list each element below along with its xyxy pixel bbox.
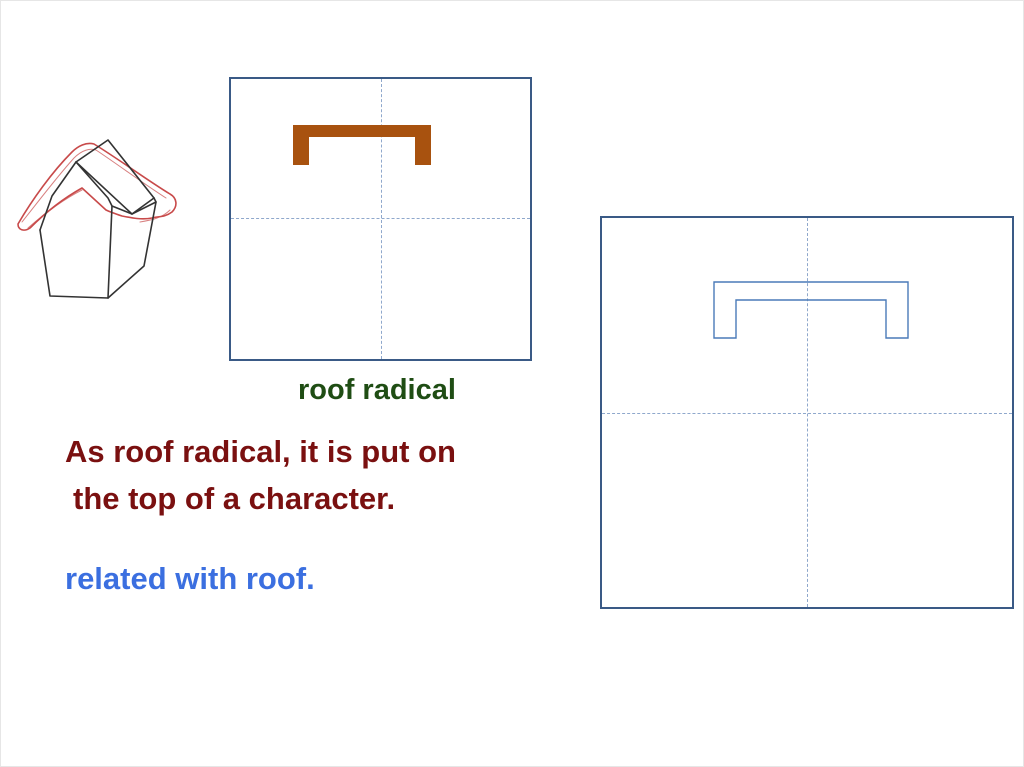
radical-name-label: roof radical	[298, 374, 456, 406]
roof-radical-icon	[293, 125, 431, 165]
house-sketch-icon	[17, 139, 177, 299]
meaning-label: related with roof.	[65, 561, 315, 596]
description-line-2: the top of a character.	[73, 481, 396, 516]
grid-guide-vertical	[807, 218, 808, 607]
character-grid-small	[229, 77, 532, 361]
description-line-1: As roof radical, it is put on	[65, 434, 456, 469]
grid-guide-horizontal	[231, 218, 530, 219]
grid-guide-vertical	[381, 79, 382, 359]
character-grid-large	[600, 216, 1014, 609]
roof-radical-outline-icon	[713, 281, 909, 339]
grid-guide-horizontal	[602, 413, 1012, 414]
